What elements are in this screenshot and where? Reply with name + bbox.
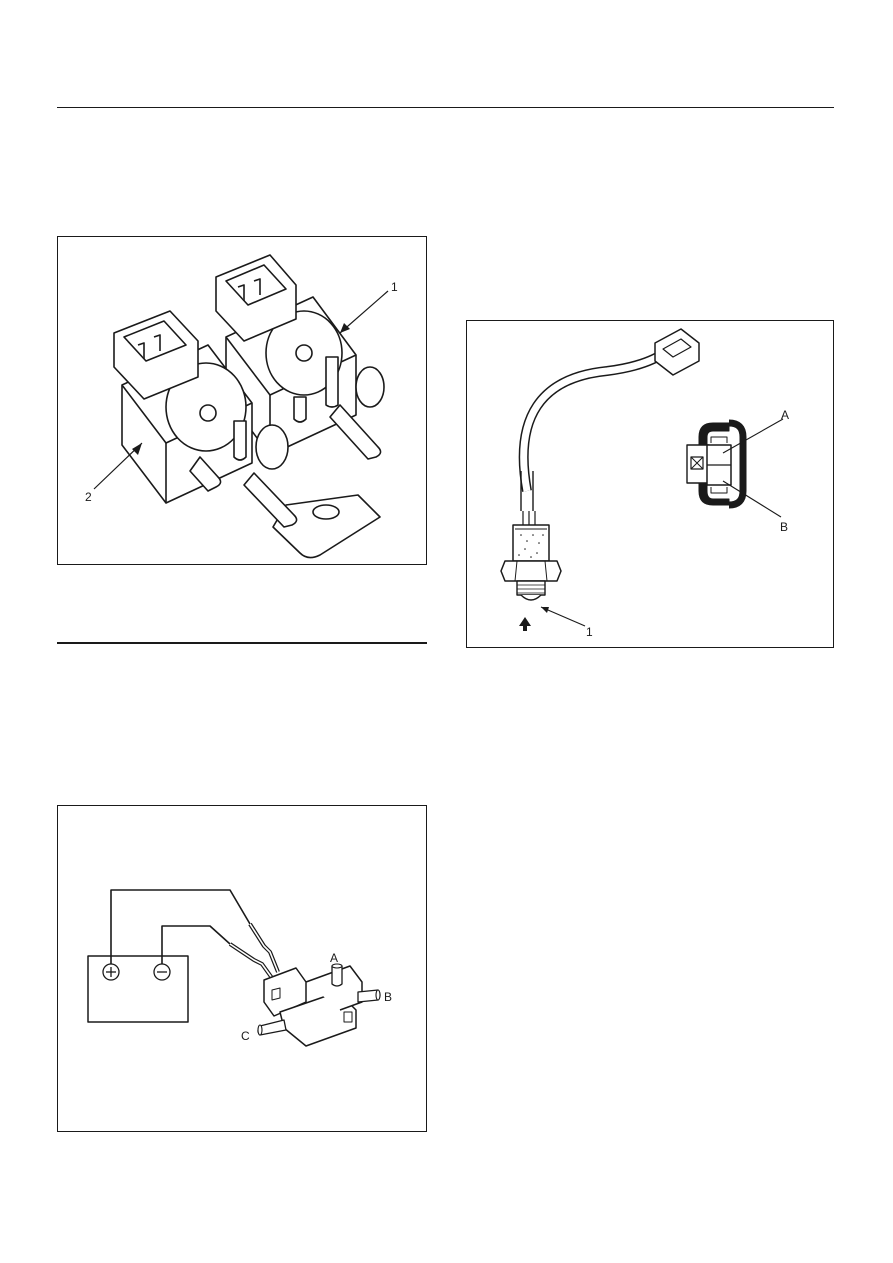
header-rule [57, 107, 834, 108]
valve-test-illustration [87, 889, 381, 1047]
solenoid-valves-figure: 1 2 [57, 236, 427, 565]
port-c-label: C [241, 1029, 250, 1043]
valve-test-figure: + − A B C [57, 805, 427, 1132]
callout-2: 2 [85, 490, 92, 504]
pressure-sensor-figure: A B 1 [466, 320, 834, 648]
callout-1: 1 [391, 280, 398, 294]
callout-1: 1 [586, 625, 593, 639]
callout-b: B [780, 520, 789, 534]
port-b-label: B [384, 990, 393, 1004]
solenoid-valves-illustration [93, 254, 389, 559]
callout-a: A [781, 408, 790, 422]
port-a-label: A [330, 951, 339, 965]
section-rule [57, 642, 427, 644]
pressure-sensor-illustration [500, 328, 784, 631]
